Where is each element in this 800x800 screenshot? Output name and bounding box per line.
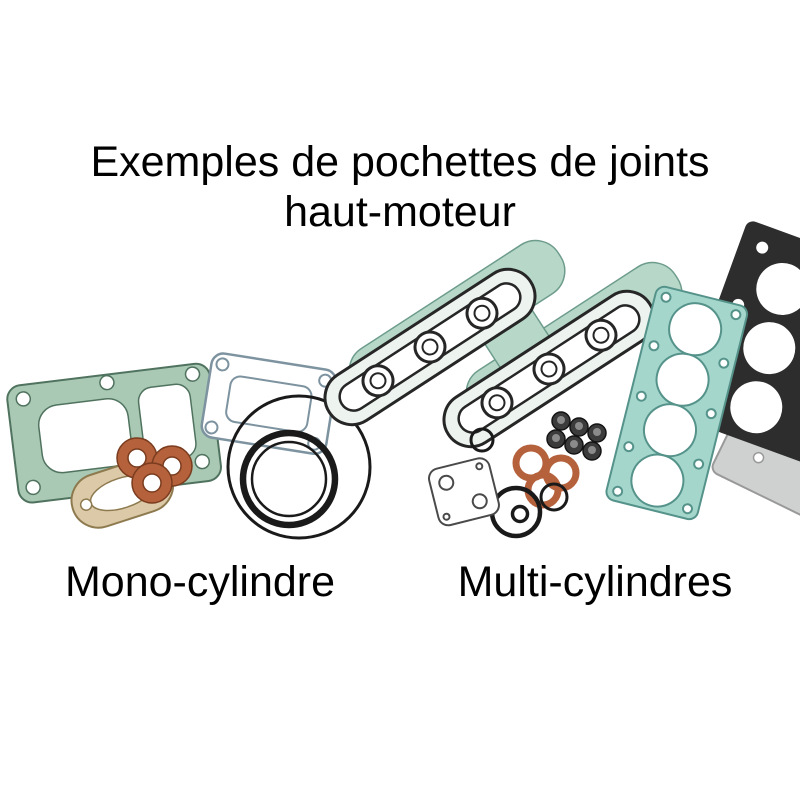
small-o-ring bbox=[469, 427, 495, 453]
caption-mono-cylindre: Mono-cylindre bbox=[64, 558, 336, 606]
valve-cover-gasket-1 bbox=[323, 267, 537, 427]
small-cover-gasket bbox=[427, 457, 500, 527]
valve-stem-seals bbox=[546, 411, 607, 461]
mono-gasket-set bbox=[6, 352, 372, 540]
multi-gasket-set bbox=[323, 221, 800, 539]
black-seal-rings bbox=[489, 482, 569, 539]
valve-cover-gasket-2 bbox=[442, 289, 656, 449]
caption-multi-cylindres: Multi-cylindres bbox=[457, 558, 733, 606]
cylinder-base-gasket bbox=[6, 362, 222, 504]
title-line-1: Exemples de pochettes de joints bbox=[90, 138, 710, 186]
title-line-2: haut-moteur bbox=[284, 187, 516, 236]
copper-washers bbox=[116, 437, 193, 504]
o-rings bbox=[226, 394, 372, 540]
four-cylinder-head-gasket bbox=[605, 285, 749, 521]
image-title: Exemples de pochettes de joints haut-mot… bbox=[0, 138, 800, 238]
